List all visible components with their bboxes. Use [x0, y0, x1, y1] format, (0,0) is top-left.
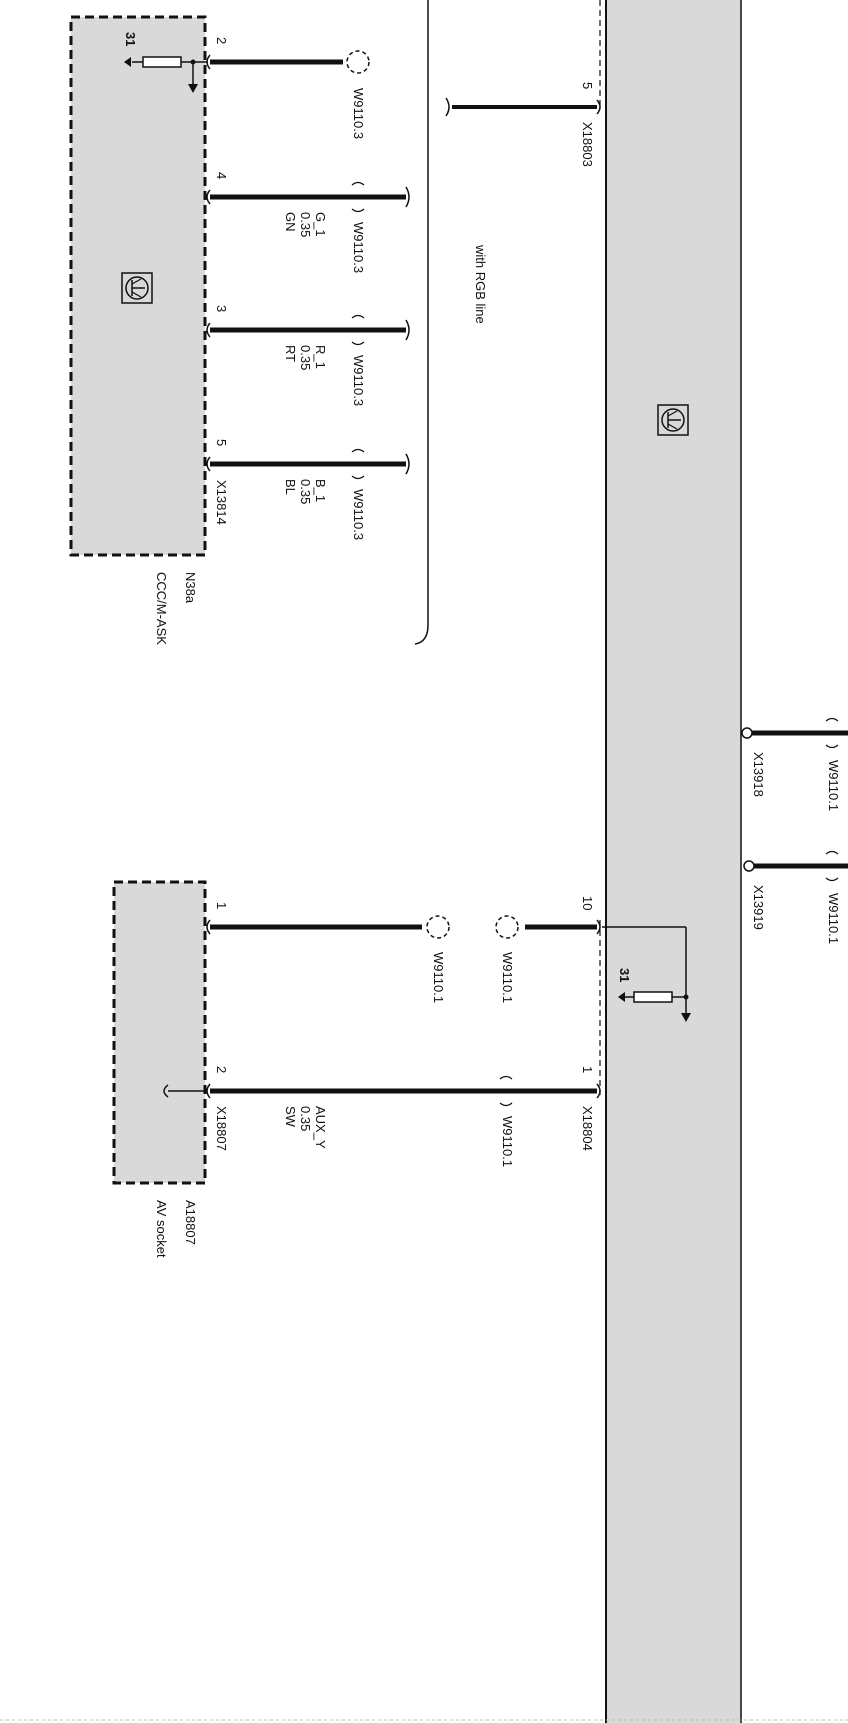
shield-end-circle	[346, 50, 370, 74]
ccc-pin-4: 4	[214, 172, 229, 179]
transistor-symbol-icon	[121, 272, 153, 304]
b-wire-color: BL	[283, 479, 298, 495]
main-ground-pin: 31	[617, 968, 632, 982]
x13918-splice	[825, 717, 839, 749]
aux-wire-splice	[499, 1075, 513, 1107]
x18803-label: X18803	[580, 122, 595, 167]
g-wire-splice	[351, 181, 365, 213]
module-screen-end-circle	[495, 915, 519, 939]
av-socket-id: A18807	[183, 1200, 198, 1245]
r-wire-signal: R_1	[313, 345, 328, 369]
shield-wire-ref: W9110.3	[351, 88, 366, 139]
r-wire-splice	[351, 314, 365, 346]
ccc-module-id: N38a	[183, 572, 198, 604]
g-wire-size: 0.35	[298, 212, 313, 237]
x13814-label: X13814	[214, 480, 229, 525]
ccc-pin2-arc	[206, 54, 211, 70]
b-wire-ref: W9110.3	[351, 489, 366, 540]
ground-arrow-icon	[188, 84, 198, 93]
x13918-label: X13918	[751, 752, 766, 797]
av-screen-end-circle	[426, 915, 450, 939]
x18804-pin10-arc	[596, 919, 601, 935]
av-pin-1: 1	[214, 902, 229, 909]
b-wire-signal: B_1	[313, 479, 328, 502]
x13918-wire-ref: W9110.1	[826, 760, 841, 811]
b-wire-size: 0.35	[298, 479, 313, 504]
r-wire-size: 0.35	[298, 345, 313, 370]
aux-wire-signal: AUX_Y	[313, 1106, 328, 1149]
rgb-line-bracket	[414, 0, 429, 645]
ccc-pin3-arc	[206, 322, 211, 338]
g-wire-ref: W9110.3	[351, 222, 366, 273]
g-wire-signal: G_1	[313, 212, 328, 237]
main-module-body	[606, 0, 741, 1723]
x13919-label: X13919	[751, 885, 766, 930]
av-screen-wire-ref: W9110.1	[431, 952, 446, 1003]
g-wire-color: GN	[283, 212, 298, 232]
av-socket-name: AV socket	[154, 1200, 169, 1258]
resistor-icon	[633, 991, 673, 1003]
x13919-splice	[825, 850, 839, 882]
aux-wire-color: SW	[283, 1106, 298, 1128]
ccc-ground-resistor	[124, 56, 208, 93]
av-pin1-arc	[206, 919, 211, 935]
r-wire-end-bracket	[405, 319, 410, 341]
ccc-pin-2: 2	[214, 37, 229, 44]
x18804-pin-10: 10	[580, 896, 595, 910]
resistor-icon	[142, 56, 182, 68]
x18803-pin-number: 5	[580, 82, 595, 89]
ground-arrow-icon	[124, 57, 131, 67]
x13919-terminal	[743, 860, 755, 872]
transistor-symbol-icon	[657, 404, 689, 436]
ccc-module-name: CCC/M-ASK	[154, 572, 169, 645]
av-pin-2: 2	[214, 1066, 229, 1073]
x18804-label: X18804	[580, 1106, 595, 1151]
b-wire-splice	[351, 448, 365, 480]
r-wire-ref: W9110.3	[351, 355, 366, 406]
x18803-end-bracket	[445, 97, 450, 117]
ccc-ground-pin: 31	[123, 32, 138, 46]
av-pin2-arc	[206, 1083, 211, 1099]
b-wire-end-bracket	[405, 453, 410, 475]
x13918-terminal	[741, 727, 753, 739]
x18807-label: X18807	[214, 1106, 229, 1151]
ccc-module-body	[69, 15, 207, 557]
av-internal-socket	[163, 1084, 169, 1098]
ccc-pin5-arc	[206, 456, 211, 472]
av-socket-body	[112, 880, 207, 1185]
module-screen-wire-ref: W9110.1	[500, 952, 515, 1003]
main-ground-resistor	[602, 926, 691, 1022]
aux-wire-ref: W9110.1	[500, 1116, 515, 1167]
ground-arrow-icon	[681, 1013, 691, 1022]
ground-arrow-icon	[618, 992, 625, 1002]
x13919-wire-ref: W9110.1	[826, 893, 841, 944]
ccc-pin-3: 3	[214, 305, 229, 312]
x18803-pin-arc	[596, 99, 601, 115]
aux-wire-size: 0.35	[298, 1106, 313, 1131]
r-wire-color: RT	[283, 345, 298, 362]
x18804-pin-1: 1	[580, 1066, 595, 1073]
rgb-line-label: with RGB line	[473, 244, 488, 324]
ccc-pin-5: 5	[214, 439, 229, 446]
g-wire-end-bracket	[405, 186, 410, 208]
x18804-pin1-arc	[596, 1083, 601, 1099]
ccc-pin4-arc	[206, 189, 211, 205]
